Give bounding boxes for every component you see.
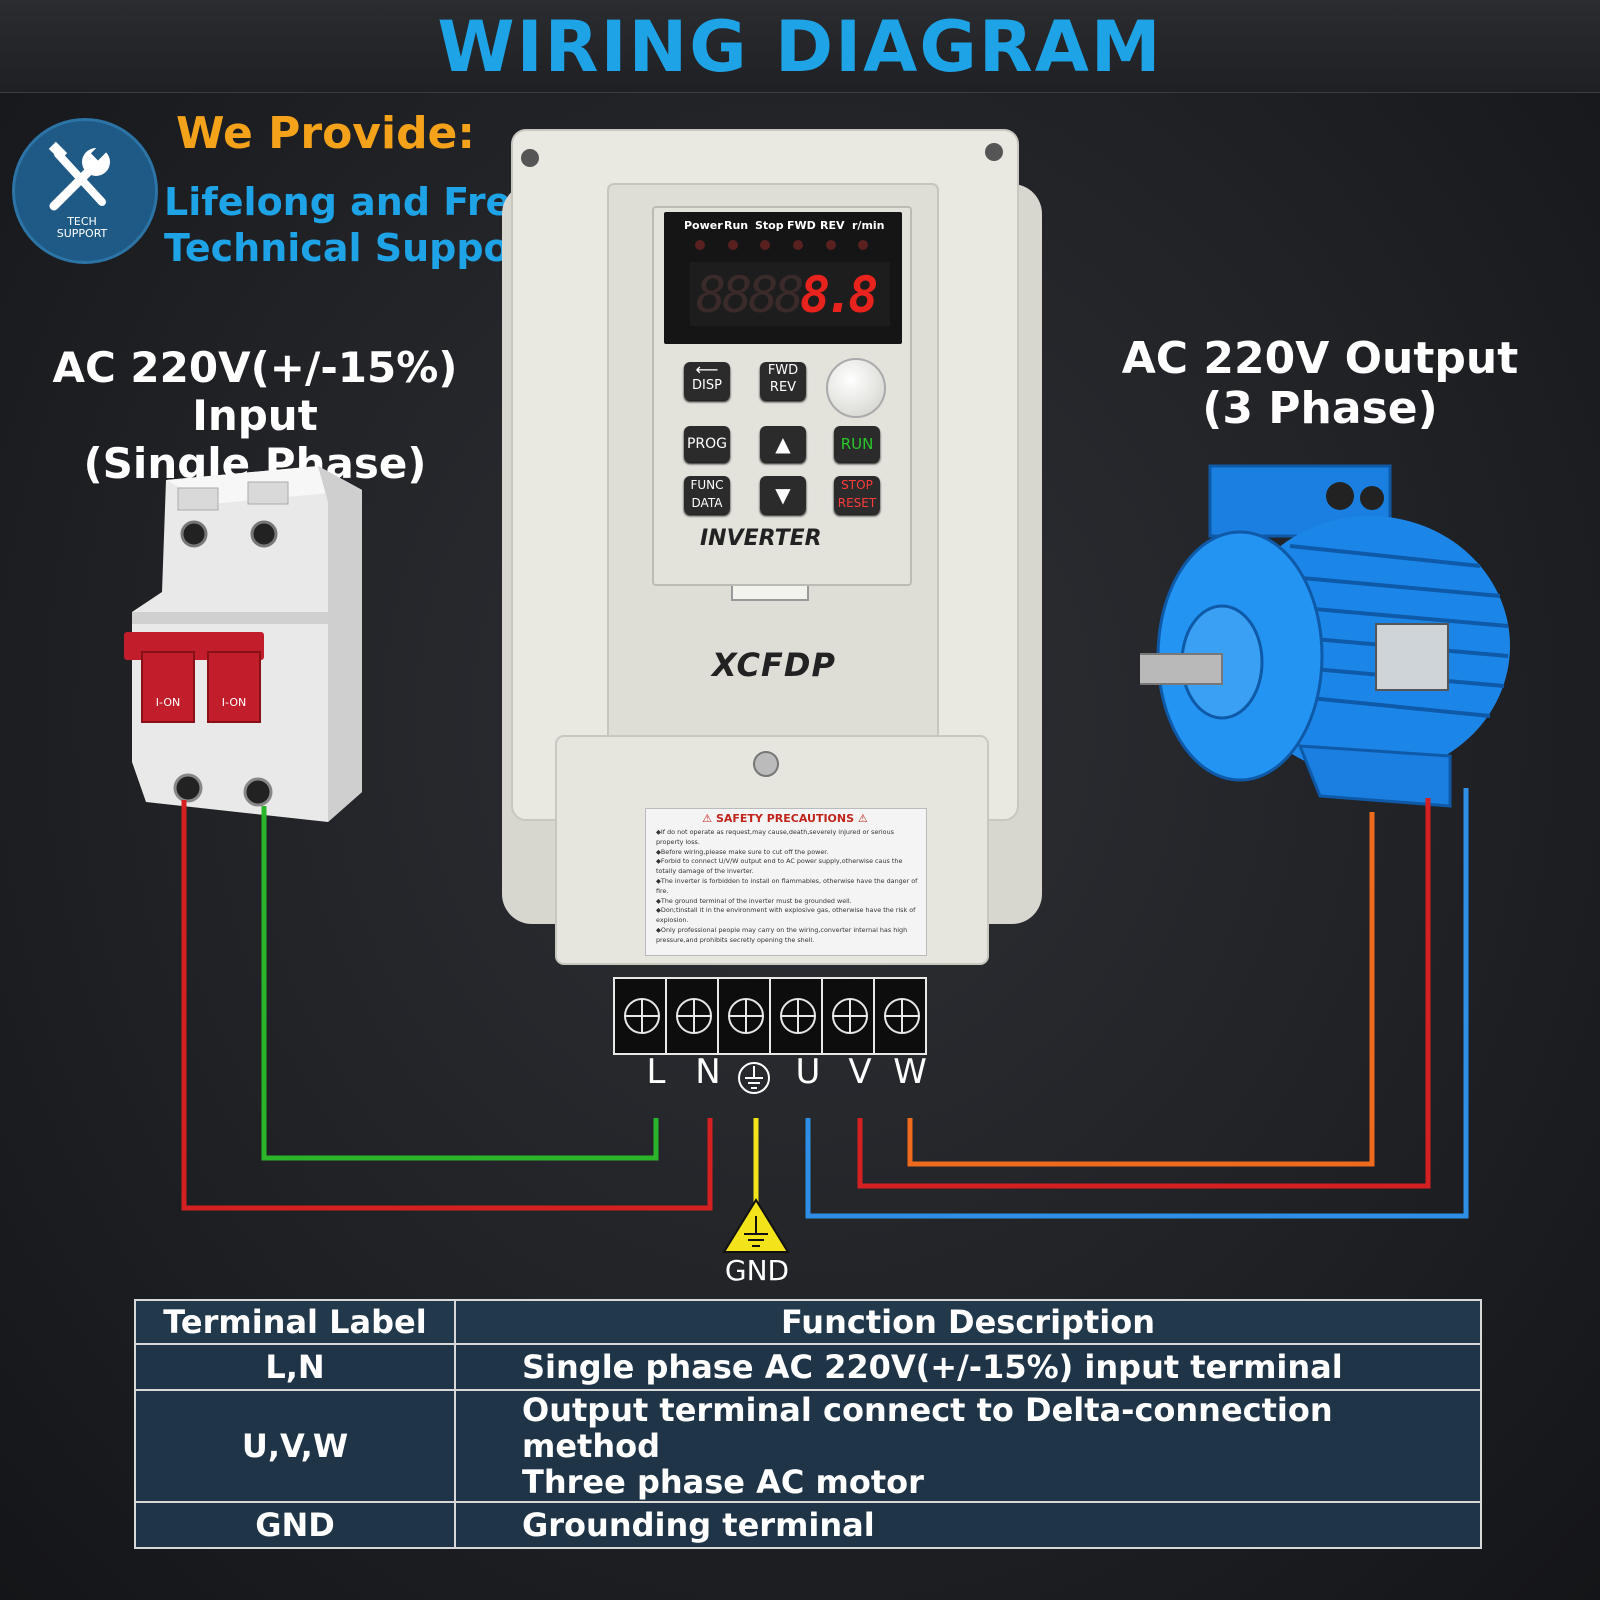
indicator-fwd: FWD: [787, 219, 816, 232]
output-heading-line-1: AC 220V Output: [1121, 333, 1519, 384]
wire-w: [907, 812, 1375, 1167]
terminal-label-u: U: [795, 1052, 821, 1092]
page-title: WIRING DIAGRAM: [437, 6, 1163, 88]
seven-segment-display: [690, 262, 890, 326]
fwd-rev-key[interactable]: FWD REV: [760, 362, 806, 400]
terminal-function-table: Terminal Label Function Description L,N …: [134, 1299, 1482, 1549]
wire-v: [857, 798, 1431, 1189]
safety-title-text: SAFETY PRECAUTIONS: [715, 812, 855, 825]
wire-u: [805, 788, 1469, 1219]
terminal-label-v: V: [848, 1052, 872, 1092]
safety-line: ◆The ground terminal of the inverter mus…: [656, 896, 852, 905]
data-key-label: DATA: [691, 496, 723, 510]
inverter-model-label: INVERTER: [700, 526, 822, 551]
rev-key-label: REV: [769, 380, 797, 395]
safety-line: ◆The inverter is forbidden to install on…: [656, 876, 918, 895]
func-data-key[interactable]: FUNC DATA: [684, 476, 730, 514]
disp-key-label: DISP: [692, 378, 722, 393]
badge-text: TECH SUPPORT: [56, 215, 108, 240]
indicator-stop: Stop: [755, 219, 784, 232]
back-arrow-icon: ⟵: [695, 360, 719, 379]
desc-line: Output terminal connect to Delta-connect…: [522, 1391, 1333, 1465]
led-run: [728, 240, 738, 250]
output-heading-line-2: (3 Phase): [1202, 383, 1438, 434]
wire-l: [181, 800, 713, 1211]
safety-line: ◆Don;tinstall it in the environment with…: [656, 906, 916, 925]
terminal-label-w: W: [893, 1052, 927, 1092]
table-cell-label: L,N: [134, 1343, 456, 1391]
disp-key[interactable]: ⟵ DISP: [684, 362, 730, 400]
terminal-label-n: N: [695, 1052, 721, 1092]
table-cell-desc: Grounding terminal: [454, 1501, 1482, 1549]
table-header-terminal: Terminal Label: [134, 1299, 456, 1345]
warning-icon: ⚠: [702, 812, 716, 825]
safety-line: ◆Only professional people may carry on t…: [656, 925, 908, 944]
speed-potentiometer-knob[interactable]: [826, 358, 886, 418]
desc-line: Single phase AC 220V(+/-15%) input termi…: [522, 1348, 1343, 1386]
tech-support-badge: [12, 118, 158, 264]
down-arrow-icon: ▼: [775, 483, 791, 507]
down-key[interactable]: ▼: [760, 476, 806, 514]
safety-text: ◆If do not operate as request,may cause,…: [656, 828, 918, 946]
ground-symbol-icon: [744, 1216, 768, 1247]
breaker-switch-label-1: I-ON: [156, 696, 180, 709]
table-row: GND Grounding terminal: [134, 1501, 1482, 1549]
indicator-rmin: r/min: [852, 219, 885, 232]
terminal-label-l: L: [646, 1052, 666, 1092]
fwd-key-label: FWD: [767, 363, 799, 378]
wrench-screwdriver-icon: [48, 141, 110, 211]
prog-key[interactable]: PROG: [684, 426, 730, 462]
promo-line-2: Technical Support: [164, 226, 547, 270]
table-cell-desc: Output terminal connect to Delta-connect…: [454, 1389, 1482, 1503]
table-cell-label: U,V,W: [134, 1389, 456, 1503]
promo-line-1: Lifelong and Free: [164, 180, 538, 224]
display-digits-dim: 8888: [696, 266, 804, 324]
led-fwd: [793, 240, 803, 250]
safety-line: ◆Before wiring,please make sure to cut o…: [656, 847, 829, 856]
wire-n: [261, 806, 659, 1161]
func-key-label: FUNC: [690, 478, 724, 492]
desc-line: Grounding terminal: [522, 1506, 875, 1544]
led-power: [695, 240, 705, 250]
stop-key-label: STOP: [841, 478, 873, 492]
circuit-breaker: I-ON I-ON: [124, 466, 362, 822]
table-row: U,V,W Output terminal connect to Delta-c…: [134, 1389, 1482, 1503]
indicator-power: Power: [684, 219, 723, 232]
promo-heading: We Provide:: [176, 108, 475, 159]
led-rev: [826, 240, 836, 250]
three-phase-motor: [1140, 464, 1510, 808]
safety-line: ◆If do not operate as request,may cause,…: [656, 828, 894, 846]
safety-label: [645, 808, 927, 956]
indicator-rev: REV: [820, 219, 845, 232]
display-digits-red: 8.8: [800, 266, 878, 324]
desc-line: Three phase AC motor: [522, 1463, 924, 1501]
brand-logo: XCFDP: [712, 646, 836, 684]
table-header-function: Function Description: [454, 1299, 1482, 1345]
safety-title: ⚠ SAFETY PRECAUTIONS ⚠: [645, 812, 925, 825]
stop-reset-key[interactable]: STOP RESET: [834, 476, 880, 514]
reset-key-label: RESET: [837, 496, 877, 510]
table-row: L,N Single phase AC 220V(+/-15%) input t…: [134, 1343, 1482, 1391]
up-key[interactable]: ▲: [760, 426, 806, 462]
table-cell-desc: Single phase AC 220V(+/-15%) input termi…: [454, 1343, 1482, 1391]
breaker-switch-label-2: I-ON: [222, 696, 246, 709]
title-band: [0, 0, 1600, 93]
table-header-row: Terminal Label Function Description: [134, 1299, 1482, 1345]
output-heading: AC 220V Output (3 Phase): [1110, 334, 1530, 434]
table-cell-label: GND: [134, 1501, 456, 1549]
input-heading-line-1: AC 220V(+/-15%) Input: [52, 343, 458, 440]
led-stop: [760, 240, 770, 250]
ground-terminal-icon: [738, 1062, 770, 1094]
indicator-run: Run: [724, 219, 749, 232]
run-key[interactable]: RUN: [834, 426, 880, 462]
up-arrow-icon: ▲: [775, 432, 791, 456]
terminal-block: [613, 977, 927, 1055]
warning-icon: ⚠: [854, 812, 868, 825]
gnd-label: GND: [724, 1254, 790, 1287]
led-rmin: [858, 240, 868, 250]
safety-line: ◆Forbid to connect U/V/W output end to A…: [656, 857, 903, 876]
